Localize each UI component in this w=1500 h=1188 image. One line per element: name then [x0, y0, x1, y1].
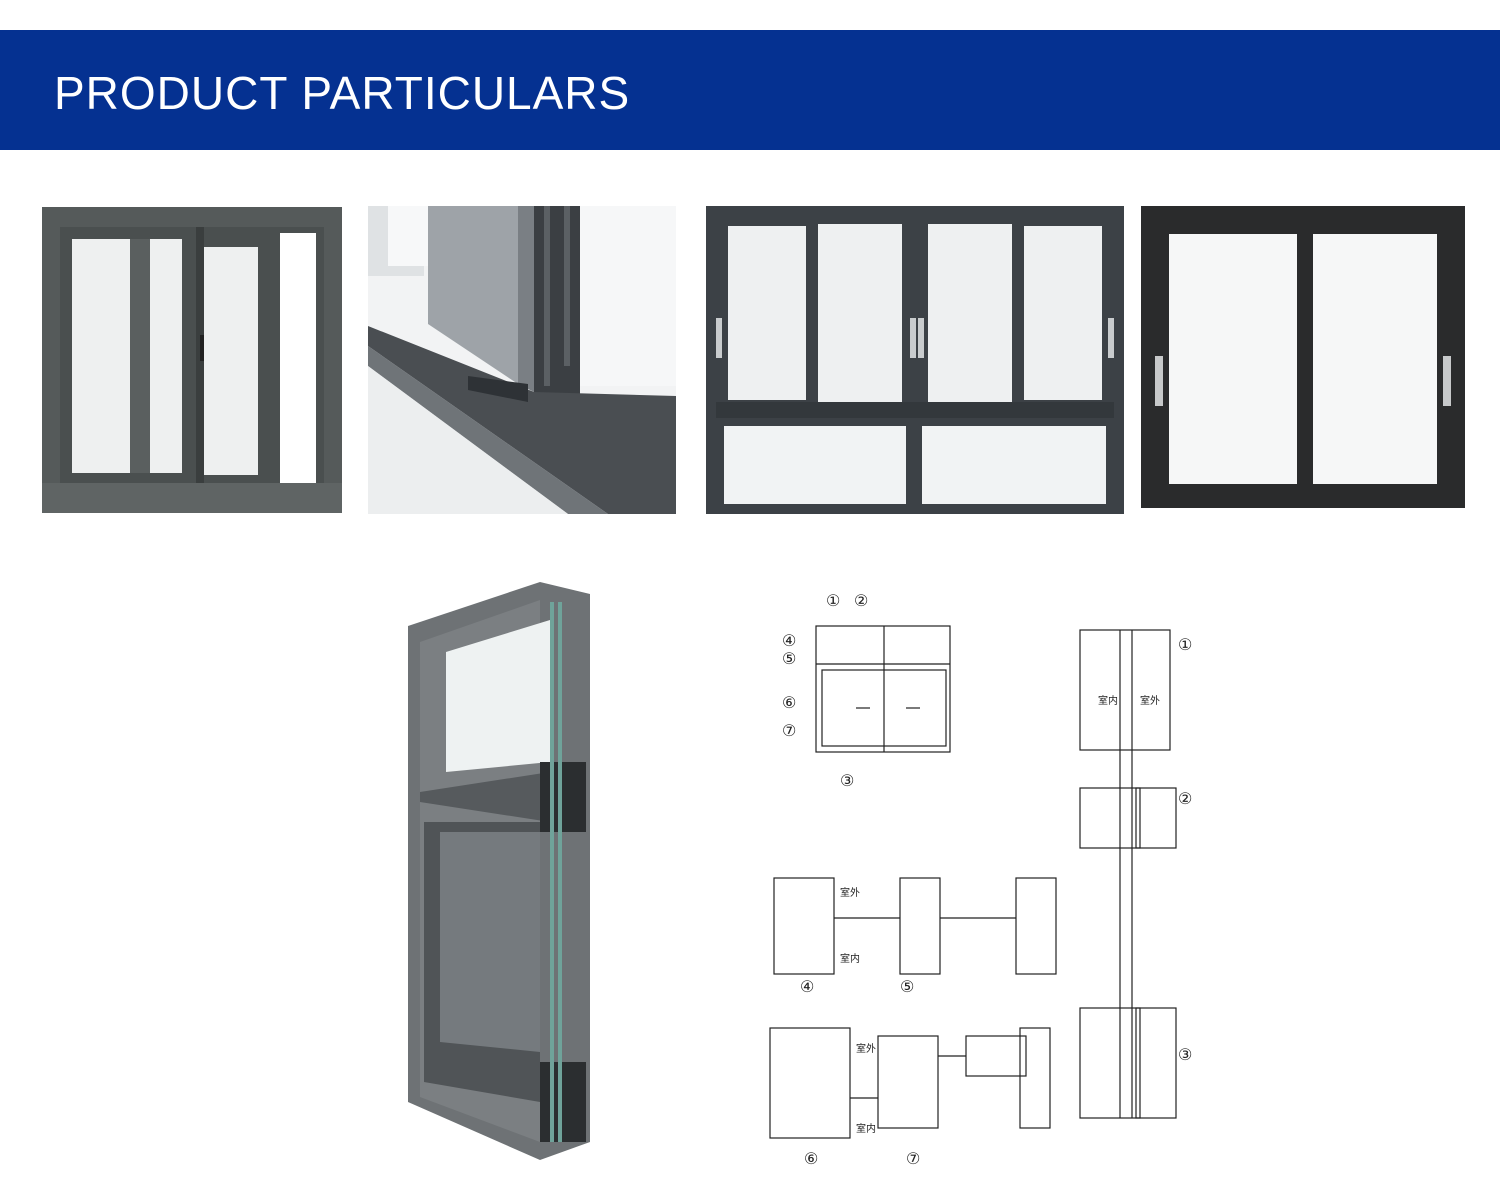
section-label-4: ④ [800, 977, 814, 996]
profile-technical-drawing: ① ② ④ ⑤ ⑥ ⑦ ③ ① ② ③ ④ ⑤ ⑥ ⑦ 室内 室外 室外 室内 … [760, 588, 1210, 1168]
section-label-2: ② [1178, 789, 1192, 808]
header-banner: PRODUCT PARTICULARS [0, 30, 1500, 150]
drawing-label-2: ② [854, 591, 868, 610]
drawing-label-1: ① [826, 591, 840, 610]
grey-sliding-window-photo [42, 207, 342, 513]
drawing-label-6: ⑥ [782, 693, 796, 712]
indoor-label-3: 室内 [856, 1122, 876, 1135]
black-two-panel-sliding-window-photo [1141, 206, 1465, 508]
profile-technical-drawing-image: ① ② ④ ⑤ ⑥ ⑦ ③ ① ② ③ ④ ⑤ ⑥ ⑦ 室内 室外 室外 室内 … [769, 591, 1192, 1168]
drawing-label-7: ⑦ [782, 721, 796, 740]
grey-sliding-window-image [42, 207, 342, 513]
profile-cutaway-3d-photo [400, 582, 590, 1160]
sliding-track-detail-photo [368, 206, 676, 514]
drawing-label-3: ③ [840, 771, 854, 790]
outdoor-label-3: 室外 [856, 1042, 876, 1055]
four-panel-sliding-window-image [706, 206, 1124, 514]
indoor-label-1: 室内 [1098, 694, 1118, 707]
section-label-6: ⑥ [804, 1149, 818, 1168]
section-label-3: ③ [1178, 1045, 1192, 1064]
outdoor-label-1: 室外 [1140, 694, 1160, 707]
drawing-label-4: ④ [782, 631, 796, 650]
four-panel-sliding-window-photo [706, 206, 1124, 514]
outdoor-label-2: 室外 [840, 886, 860, 899]
section-label-5: ⑤ [900, 977, 914, 996]
section-label-7: ⑦ [906, 1149, 920, 1168]
indoor-label-2: 室内 [840, 952, 860, 965]
drawing-label-5: ⑤ [782, 649, 796, 668]
black-two-panel-sliding-window-image [1141, 206, 1465, 508]
profile-cutaway-3d-image [408, 582, 590, 1160]
sliding-track-detail-image [368, 206, 676, 514]
page-title: PRODUCT PARTICULARS [54, 67, 631, 119]
section-label-1: ① [1178, 635, 1192, 654]
